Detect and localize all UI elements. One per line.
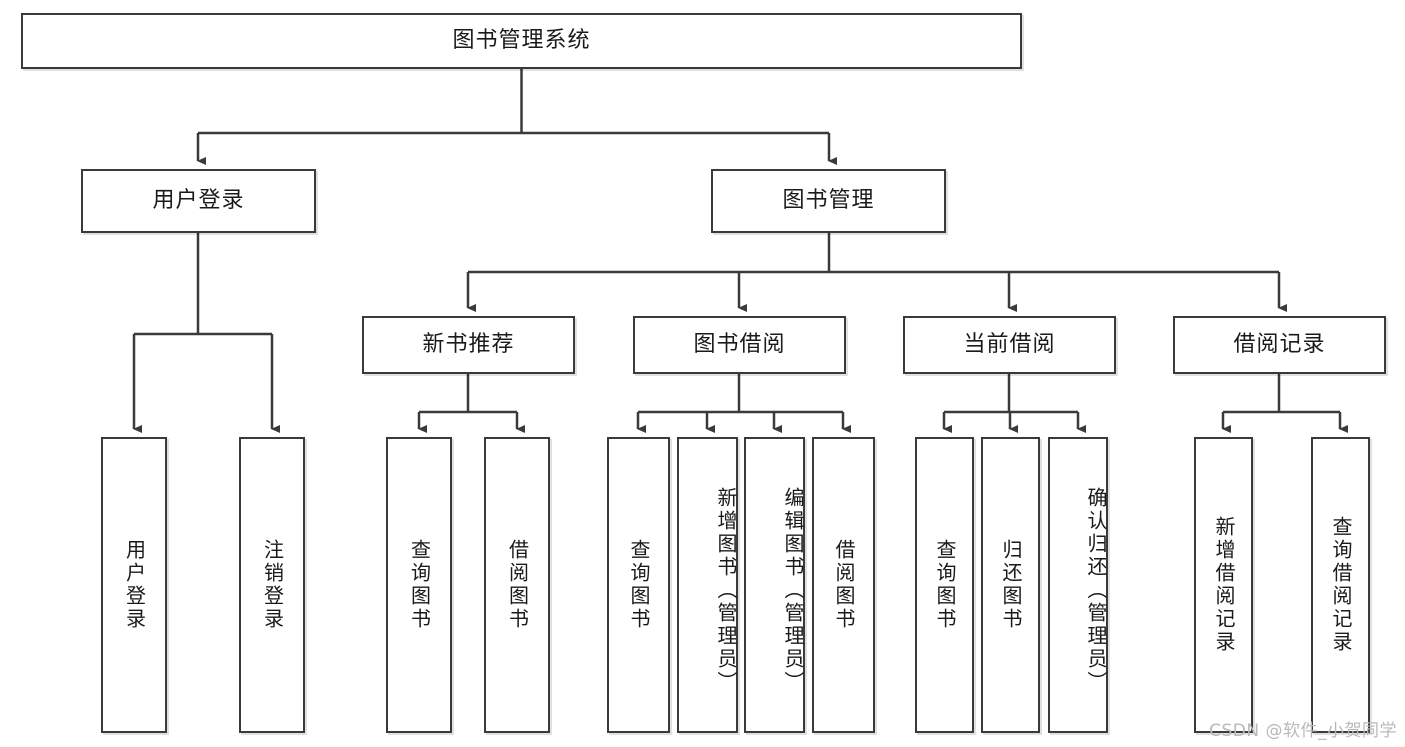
node-new-book-recommendation-label: 新书推荐: [422, 331, 515, 357]
leaf-add-borrow-record-label: 新增借阅记录: [1212, 516, 1236, 654]
node-book-management-label: 图书管理: [782, 187, 875, 213]
leaf-edit-book-admin-label: 编辑图书（管理员）: [781, 486, 805, 694]
leaf-logout-label: 注销登录: [260, 539, 285, 631]
leaf-query-book-borrow[interactable]: 查询图书: [607, 437, 670, 733]
leaf-query-book-recommendation-label: 查询图书: [407, 539, 432, 631]
leaf-confirm-return-admin-label: 确认归还（管理员）: [1084, 486, 1108, 694]
leaf-logout[interactable]: 注销登录: [239, 437, 305, 733]
leaf-borrow-book-borrow-label: 借阅图书: [832, 539, 856, 631]
leaf-query-borrow-record-label: 查询借阅记录: [1329, 516, 1353, 654]
leaf-add-book-admin-label: 新增图书（管理员）: [714, 486, 738, 694]
node-current-borrow-label: 当前借阅: [963, 331, 1056, 357]
node-new-book-recommendation[interactable]: 新书推荐: [362, 316, 575, 374]
leaf-borrow-book-recommendation-label: 借阅图书: [505, 539, 530, 631]
leaf-query-book-recommendation[interactable]: 查询图书: [386, 437, 452, 733]
leaf-query-borrow-record[interactable]: 查询借阅记录: [1311, 437, 1370, 733]
leaf-return-book-label: 归还图书: [999, 539, 1023, 631]
node-current-borrow[interactable]: 当前借阅: [903, 316, 1116, 374]
node-root-label: 图书管理系统: [452, 27, 591, 53]
node-borrow-record-label: 借阅记录: [1233, 331, 1326, 357]
leaf-borrow-book-recommendation[interactable]: 借阅图书: [484, 437, 550, 733]
leaf-edit-book-admin[interactable]: 编辑图书（管理员）: [744, 437, 805, 733]
leaf-user-login[interactable]: 用户登录: [101, 437, 167, 733]
node-book-management[interactable]: 图书管理: [711, 169, 946, 233]
node-user-login[interactable]: 用户登录: [81, 169, 316, 233]
leaf-query-book-current-label: 查询图书: [933, 539, 957, 631]
node-borrow-record[interactable]: 借阅记录: [1173, 316, 1386, 374]
node-book-borrow[interactable]: 图书借阅: [633, 316, 846, 374]
leaf-query-book-current[interactable]: 查询图书: [915, 437, 974, 733]
leaf-borrow-book-borrow[interactable]: 借阅图书: [812, 437, 875, 733]
leaf-confirm-return-admin[interactable]: 确认归还（管理员）: [1048, 437, 1108, 733]
leaf-query-book-borrow-label: 查询图书: [627, 539, 651, 631]
leaf-add-book-admin[interactable]: 新增图书（管理员）: [677, 437, 738, 733]
leaf-add-borrow-record[interactable]: 新增借阅记录: [1194, 437, 1253, 733]
watermark-text: CSDN @软件_小贺同学: [1209, 721, 1397, 741]
node-root[interactable]: 图书管理系统: [21, 13, 1022, 69]
node-book-borrow-label: 图书借阅: [693, 331, 786, 357]
leaf-user-login-label: 用户登录: [122, 539, 147, 631]
leaf-return-book[interactable]: 归还图书: [981, 437, 1040, 733]
node-user-login-label: 用户登录: [152, 187, 245, 213]
